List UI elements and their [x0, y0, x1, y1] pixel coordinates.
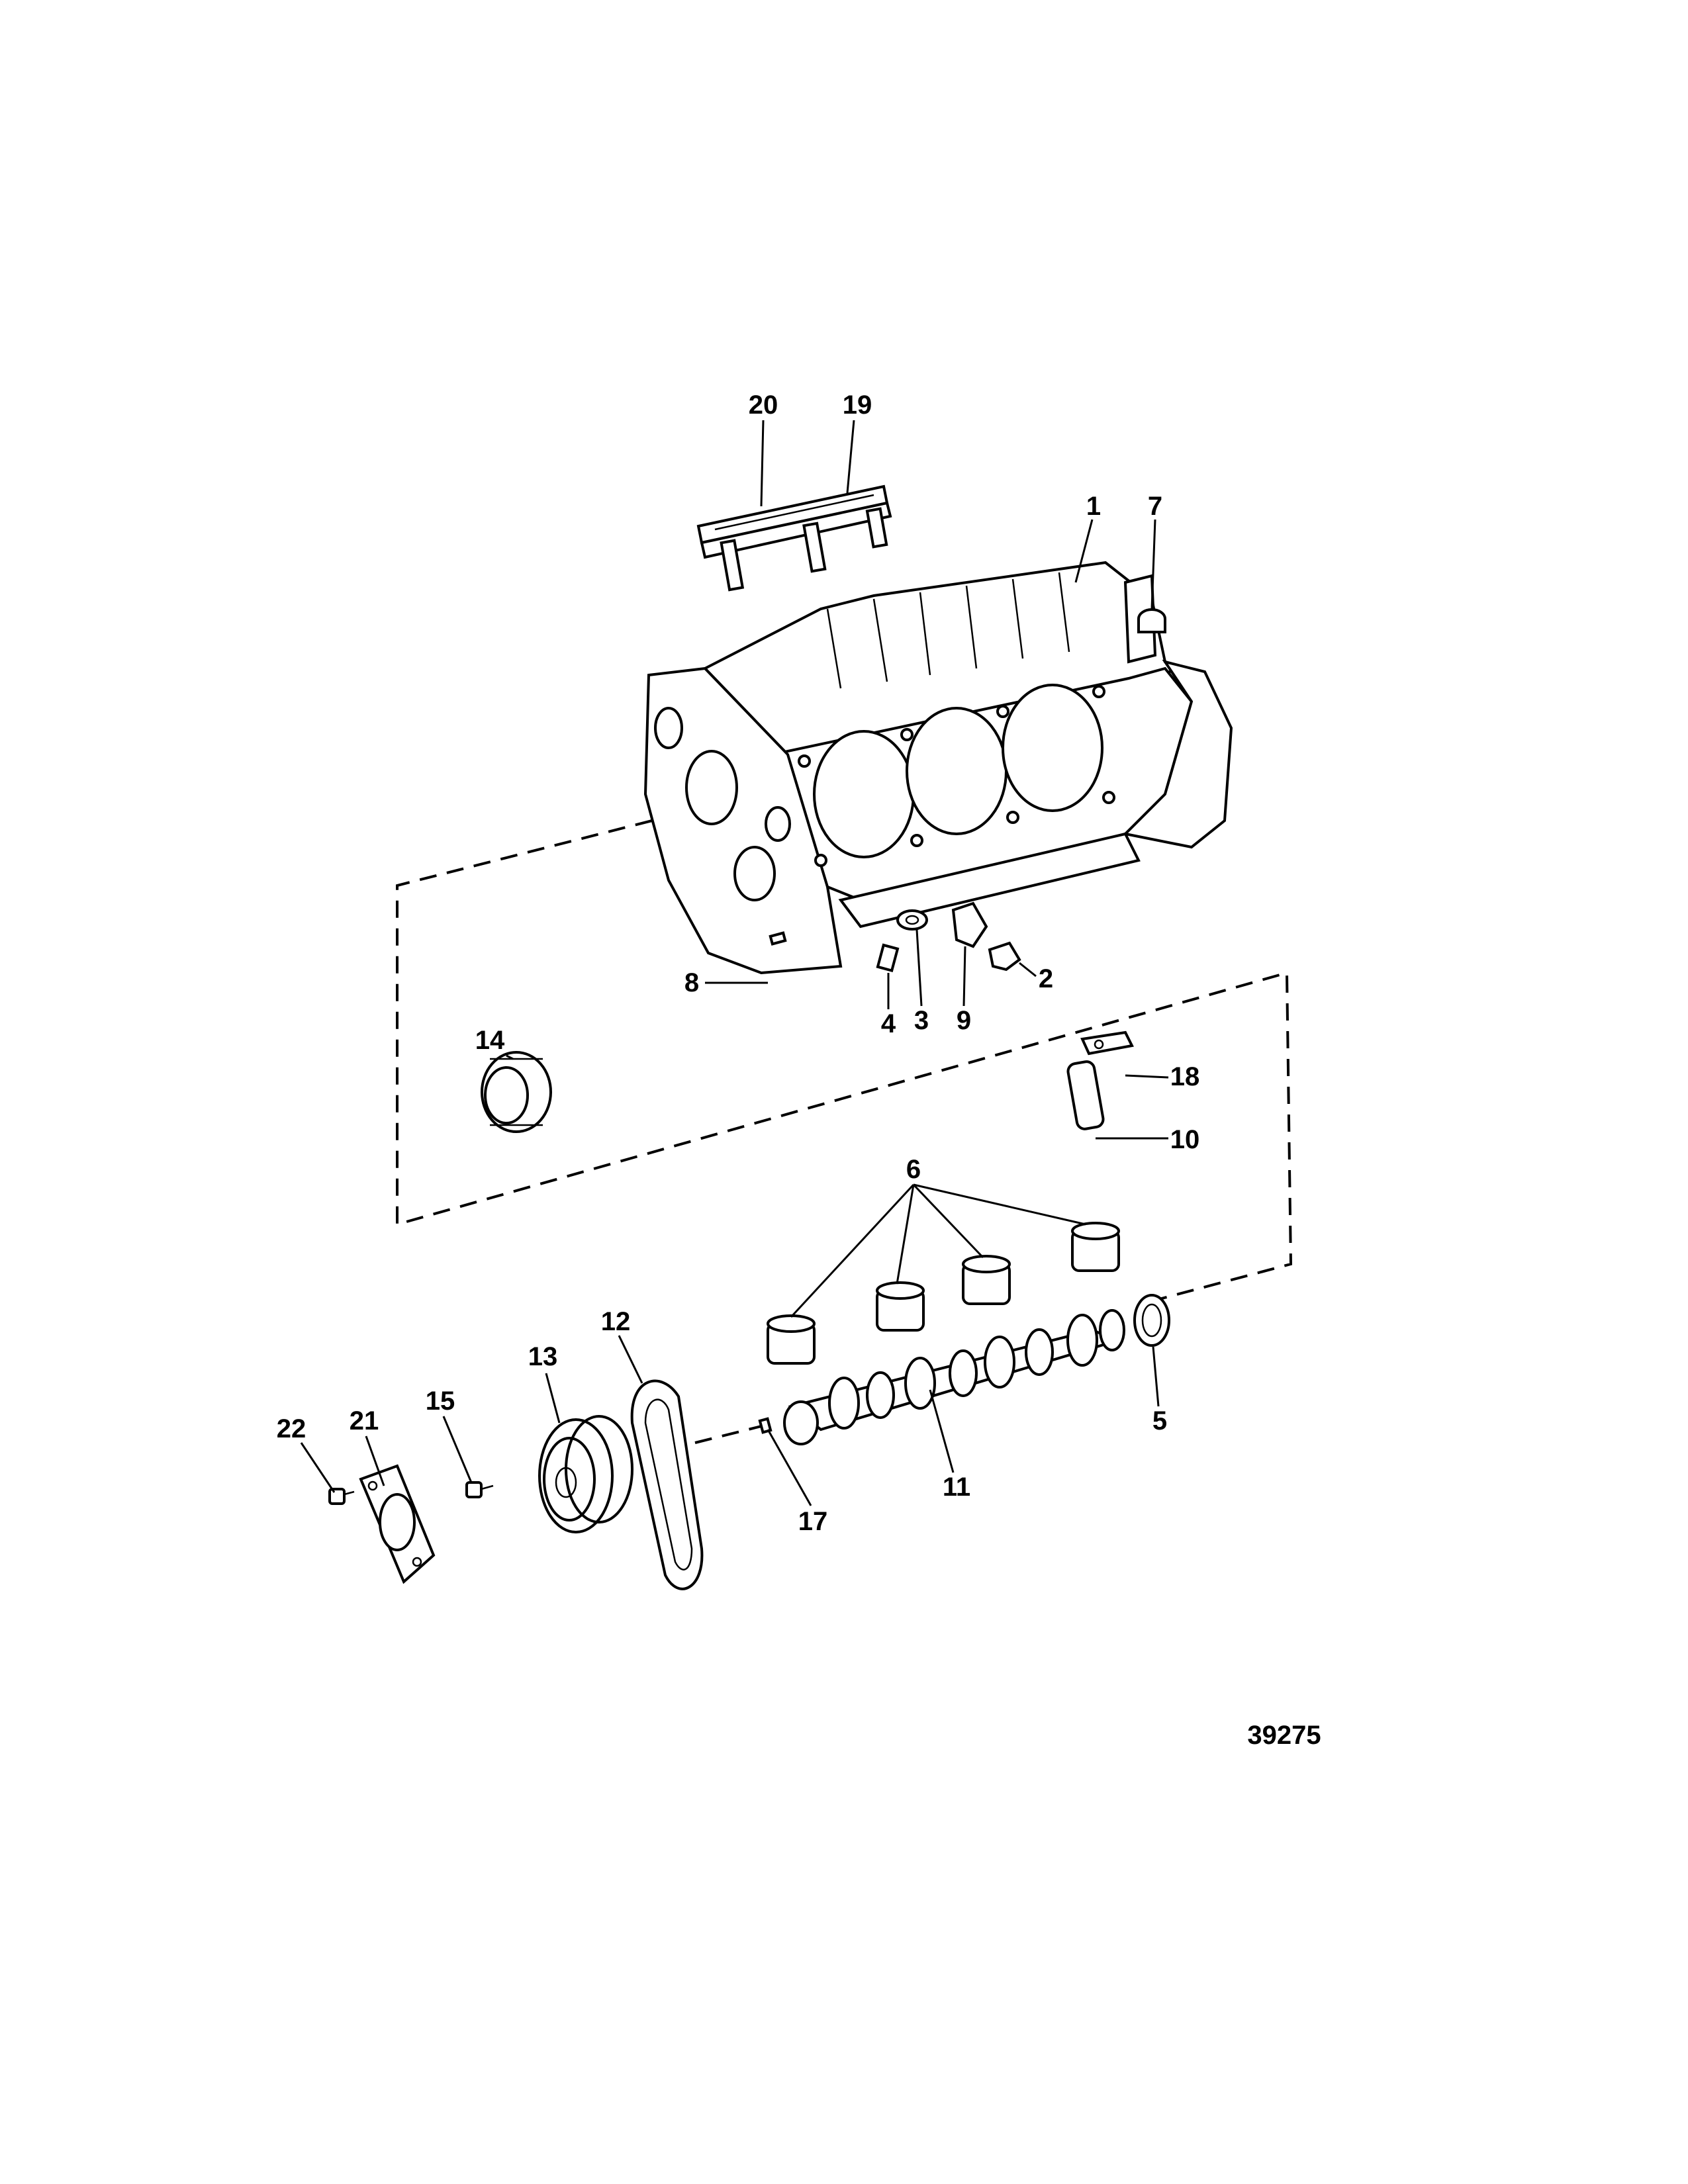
callout-15: 15: [426, 1387, 455, 1416]
hydraulic-lifter-10: [1066, 1060, 1105, 1130]
callout-21: 21: [350, 1406, 379, 1435]
callout-19: 19: [843, 390, 872, 420]
washer-3: [896, 909, 928, 931]
assembly-boundary-dashed: [396, 819, 1293, 1305]
callout-12: 12: [601, 1307, 631, 1336]
cup-plug: [1137, 608, 1166, 633]
thrust-plate: [359, 1464, 436, 1584]
callout-8: 8: [684, 968, 699, 997]
callout-3: 3: [914, 1006, 929, 1035]
drain-plug-2: [988, 941, 1021, 972]
camshaft-rear-plug: [1133, 1294, 1170, 1347]
callout-11: 11: [943, 1473, 970, 1502]
callout-4: 4: [881, 1009, 896, 1038]
callout-10: 10: [1170, 1125, 1200, 1154]
figure-number: 39275: [1247, 1721, 1321, 1750]
cam-bearing-4: [1071, 1222, 1120, 1272]
callout-2: 2: [1039, 964, 1053, 993]
callout-18: 18: [1170, 1062, 1200, 1091]
alignment-line-dashed: [694, 1425, 762, 1444]
pin-4: [876, 943, 900, 972]
callout-13: 13: [528, 1342, 558, 1371]
woodruff-key: [758, 1417, 773, 1434]
cam-bearing-3: [962, 1255, 1011, 1305]
leader-lines: [300, 420, 1169, 1506]
callout-20: 20: [749, 390, 778, 420]
callout-22: 22: [277, 1414, 306, 1443]
dowel-pin: [769, 931, 787, 946]
fitting-9: [951, 901, 988, 948]
callout-labels: 20 19 1 7 8 4 3 9 2 14 18 10 6 12 13 21 …: [277, 390, 1200, 1536]
camshaft: [783, 1309, 1125, 1445]
callout-7: 7: [1148, 492, 1162, 521]
bolt-22: [328, 1488, 355, 1505]
timing-chain: [630, 1379, 704, 1590]
callout-14: 14: [475, 1026, 505, 1055]
callout-9: 9: [957, 1006, 971, 1035]
camshaft-sprocket: [538, 1415, 633, 1533]
callout-6: 6: [906, 1155, 921, 1184]
cam-bearing-2: [876, 1281, 925, 1332]
lifter-guide-retainer: [696, 484, 892, 592]
crankshaft-sprocket: [481, 1051, 552, 1133]
callout-17: 17: [798, 1507, 828, 1536]
callout-1: 1: [1086, 492, 1101, 521]
cam-bearing-1: [767, 1314, 816, 1365]
bolt-15: [465, 1481, 494, 1498]
callout-5: 5: [1152, 1406, 1167, 1435]
lifter-guide-18: [1080, 1030, 1134, 1056]
